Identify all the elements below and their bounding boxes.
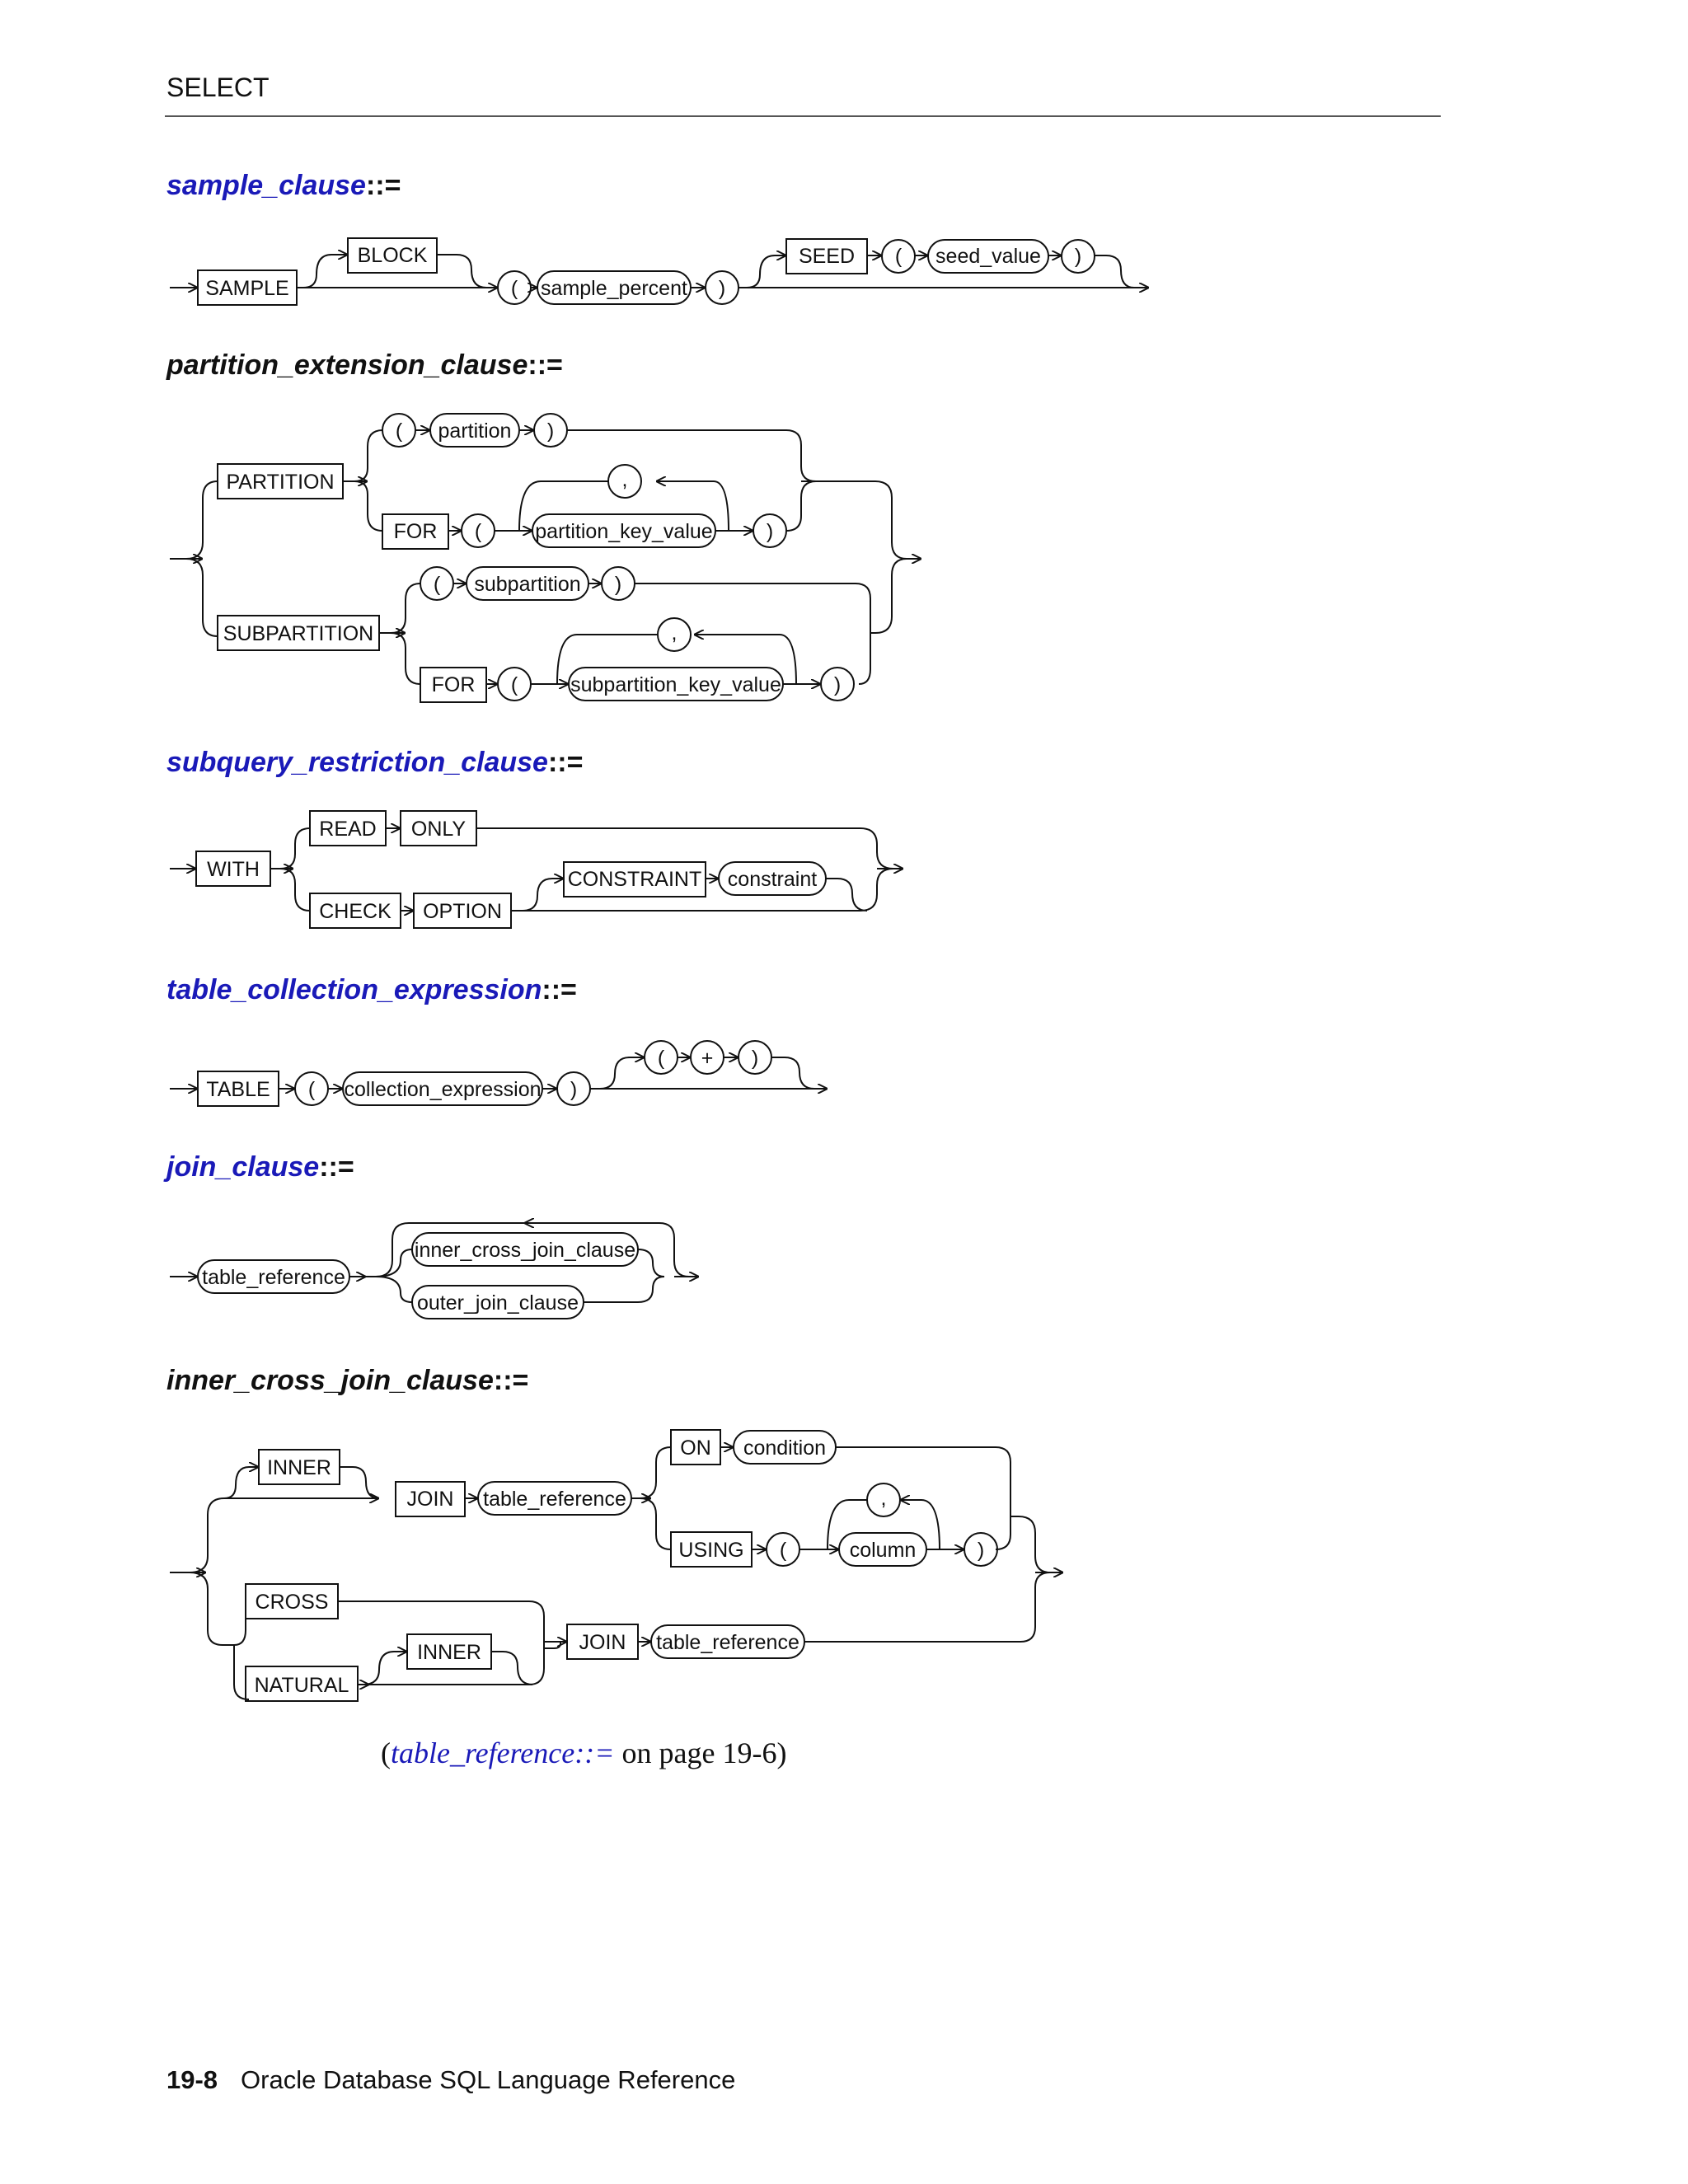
- token-outer-join-clause: outer_join_clause: [417, 1291, 579, 1315]
- title-partition-extension-clause: partition_extension_clause::=: [166, 349, 563, 381]
- token-collection-expression: collection_expression: [344, 1078, 541, 1101]
- cross-reference: (table_reference::= on page 19-6): [381, 1736, 787, 1769]
- token-table-reference: table_reference: [202, 1266, 345, 1289]
- token-rparen: ): [570, 1078, 577, 1101]
- token-lparen: (: [895, 245, 903, 268]
- token-seed: SEED: [799, 245, 855, 268]
- token-lparen: (: [475, 520, 482, 543]
- token-inner-cross-join-clause: inner_cross_join_clause: [415, 1239, 635, 1262]
- token-subpartition-kw: SUBPARTITION: [223, 622, 373, 645]
- token-table-reference: table_reference: [483, 1488, 626, 1511]
- token-comma: ,: [622, 468, 628, 491]
- token-sample-percent: sample_percent: [541, 277, 687, 300]
- token-option: OPTION: [423, 900, 502, 923]
- token-lparen: (: [434, 573, 441, 596]
- token-partition: partition: [438, 419, 512, 443]
- diagram-sample-clause: [170, 237, 1149, 306]
- diagram-partition-extension-clause: [170, 413, 921, 703]
- token-table-reference: table_reference: [656, 1631, 799, 1654]
- token-natural: NATURAL: [255, 1674, 349, 1697]
- token-cross: CROSS: [256, 1591, 329, 1614]
- diagram-text-sample-clause: SAMPLE BLOCK ( sample_percent ) SEED ( s…: [205, 244, 1081, 300]
- token-with: WITH: [207, 858, 260, 881]
- token-lparen: (: [511, 673, 518, 696]
- diagram-text-join-clause: table_reference inner_cross_join_clause …: [202, 1239, 635, 1315]
- token-constraint: constraint: [728, 868, 817, 891]
- table-reference-link[interactable]: table_reference::=: [391, 1736, 615, 1769]
- token-check: CHECK: [319, 900, 392, 923]
- token-partition-key-value: partition_key_value: [535, 520, 712, 543]
- title-link[interactable]: table_collection_expression: [166, 974, 542, 1005]
- title-link[interactable]: sample_clause: [166, 170, 366, 201]
- token-table: TABLE: [206, 1078, 270, 1101]
- token-column: column: [850, 1539, 917, 1562]
- token-inner: INNER: [267, 1456, 331, 1479]
- token-rparen: ): [1075, 245, 1081, 268]
- token-rparen: ): [834, 673, 841, 696]
- token-on: ON: [680, 1436, 711, 1460]
- token-comma: ,: [672, 621, 678, 644]
- token-for: FOR: [394, 520, 438, 543]
- token-lparen: (: [396, 419, 403, 443]
- diagram-join-clause: [170, 1223, 699, 1319]
- header-rule: [165, 115, 1441, 117]
- token-sample: SAMPLE: [205, 277, 288, 300]
- token-comma: ,: [881, 1487, 887, 1510]
- token-subpartition: subpartition: [474, 573, 580, 596]
- token-join: JOIN: [407, 1488, 454, 1511]
- running-header: SELECT: [166, 73, 270, 102]
- title-inner-cross-join-clause: inner_cross_join_clause::=: [166, 1365, 529, 1396]
- token-rparen: ): [615, 573, 621, 596]
- token-read: READ: [319, 818, 376, 841]
- token-partition-kw: PARTITION: [226, 471, 334, 494]
- title-link[interactable]: subquery_restriction_clause: [166, 747, 548, 778]
- page-number: 19-8: [166, 2065, 218, 2094]
- token-plus: +: [701, 1047, 714, 1070]
- diagram-text-inner-cross-join-clause: INNER JOIN table_reference ON condition …: [255, 1436, 985, 1697]
- title-join-clause[interactable]: join_clause::=: [166, 1151, 354, 1183]
- page-footer: 19-8 Oracle Database SQL Language Referen…: [166, 2065, 735, 2095]
- diagram-text-table-collection-expression: TABLE ( collection_expression ) ( + ): [206, 1047, 758, 1101]
- book-title: Oracle Database SQL Language Reference: [241, 2065, 736, 2094]
- title-link[interactable]: join_clause: [166, 1151, 320, 1183]
- token-subpartition-key-value: subpartition_key_value: [570, 673, 781, 696]
- token-rparen: ): [752, 1047, 758, 1070]
- diagram-subquery-restriction-clause: [170, 810, 903, 929]
- title-sample-clause[interactable]: sample_clause::=: [166, 170, 401, 201]
- token-rparen: ): [719, 277, 725, 300]
- title-subquery-restriction-clause[interactable]: subquery_restriction_clause::=: [166, 747, 584, 778]
- token-seed-value: seed_value: [935, 245, 1041, 268]
- title-table-collection-expression[interactable]: table_collection_expression::=: [166, 974, 577, 1005]
- token-rparen: ): [978, 1539, 984, 1562]
- diagram-inner-cross-join-clause: [170, 1429, 1063, 1702]
- token-join: JOIN: [579, 1631, 626, 1654]
- token-block: BLOCK: [358, 244, 428, 267]
- token-inner: INNER: [417, 1641, 481, 1664]
- token-condition: condition: [743, 1436, 826, 1460]
- token-constraint-kw: CONSTRAINT: [568, 868, 702, 891]
- token-rparen: ): [547, 419, 554, 443]
- token-lparen: (: [511, 277, 518, 300]
- diagram-text-subquery-restriction-clause: WITH READ ONLY CHECK OPTION CONSTRAINT c…: [207, 818, 817, 923]
- token-only: ONLY: [411, 818, 467, 841]
- token-lparen: (: [658, 1047, 665, 1070]
- token-rparen: ): [767, 520, 773, 543]
- token-for: FOR: [432, 673, 476, 696]
- diagram-text-partition-extension-clause: PARTITION ( partition ) FOR ( , partitio…: [223, 419, 841, 696]
- diagram-table-collection-expression: [170, 1040, 828, 1107]
- token-lparen: (: [780, 1539, 787, 1562]
- token-lparen: (: [308, 1078, 316, 1101]
- token-using: USING: [678, 1539, 743, 1562]
